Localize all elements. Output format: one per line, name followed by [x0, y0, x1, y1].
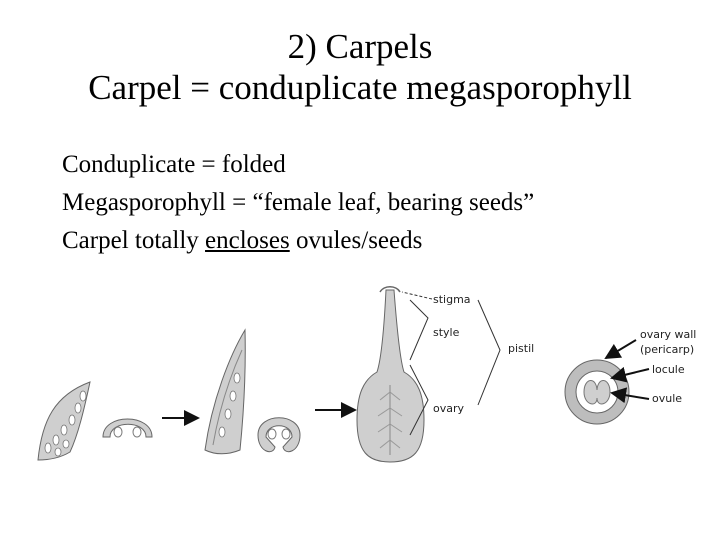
pistil-label: pistil	[508, 342, 534, 355]
carpel-diagram: stigma style ovary pistil ovary wall (pe…	[0, 270, 720, 540]
bullet-text: ovules/seeds	[290, 227, 423, 254]
ovary-wall-label: ovary wall	[640, 328, 696, 341]
pericarp-label: (pericarp)	[640, 343, 694, 356]
title-line-2: Carpel = conduplicate megasporophyll	[0, 67, 720, 108]
bullet-item: Carpel totally encloses ovules/seeds	[62, 222, 534, 260]
stigma-label: stigma	[433, 293, 471, 306]
locule-label: locule	[652, 363, 685, 376]
closing-cross-section	[258, 418, 300, 452]
pistil-illustration	[357, 287, 424, 462]
ovary-label: ovary	[433, 402, 465, 415]
bullet-item: Conduplicate = folded	[62, 146, 534, 184]
folding-leaf-illustration	[205, 330, 245, 454]
ovary-cross-section	[565, 360, 629, 424]
bullet-item: Megasporophyll = “female leaf, bearing s…	[62, 184, 534, 222]
ovule-label: ovule	[652, 392, 682, 405]
slide-title: 2) Carpels Carpel = conduplicate megaspo…	[0, 26, 720, 108]
bullet-list: Conduplicate = folded Megasporophyll = “…	[62, 146, 534, 260]
open-leaf-illustration	[38, 382, 90, 460]
underlined-term: encloses	[205, 227, 290, 254]
arrow-icon	[606, 340, 636, 358]
style-label: style	[433, 326, 460, 339]
title-line-1: 2) Carpels	[0, 26, 720, 67]
bullet-text: Carpel totally	[62, 227, 205, 254]
open-cross-section	[103, 419, 152, 437]
